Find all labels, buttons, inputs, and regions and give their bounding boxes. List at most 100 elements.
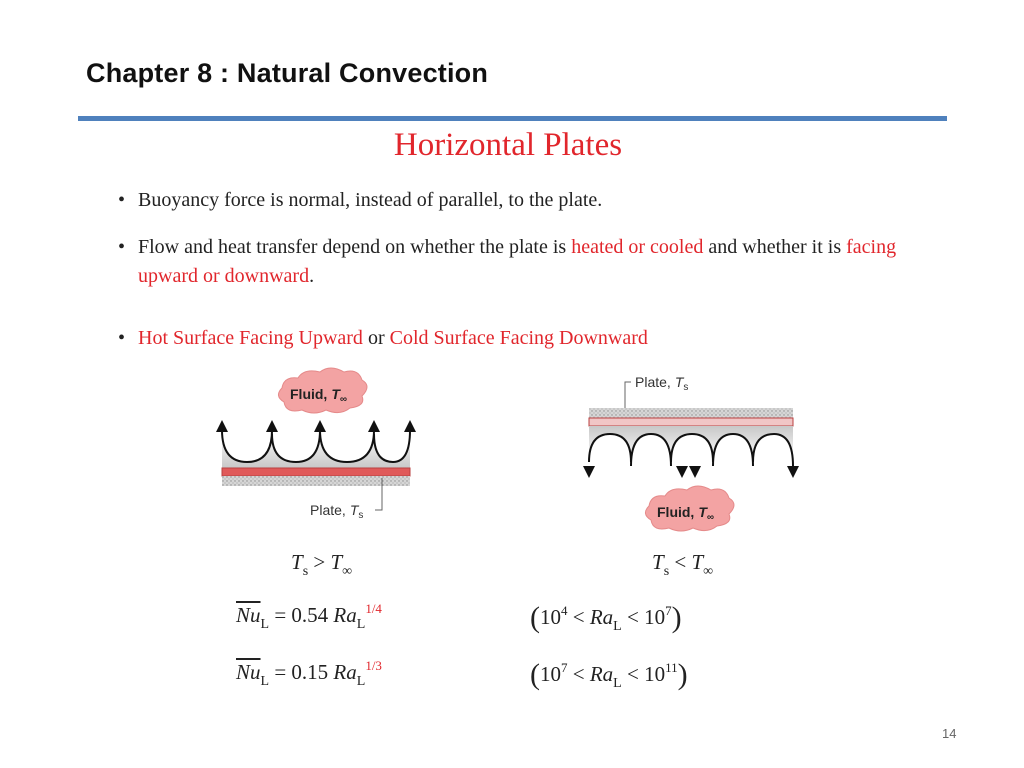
range-low-exp: 4 <box>561 603 568 618</box>
rayleigh-symbol: Ra <box>589 662 614 686</box>
plate-label-text: Plate, <box>635 374 671 390</box>
bullet-list: • Buoyancy force is normal, instead of pa… <box>118 186 898 353</box>
heated-plate <box>221 467 411 477</box>
subscript: L <box>613 619 622 634</box>
fluid-subscript: ∞ <box>707 512 714 523</box>
subscript: L <box>260 617 270 632</box>
operator: < <box>674 550 687 574</box>
plate-label: Plate,Ts <box>310 502 363 521</box>
cold-plate-downward-figure: Plate,Ts Fluid,T∞ <box>583 374 799 532</box>
arrowhead <box>368 420 380 432</box>
arrowhead <box>676 466 688 478</box>
slide-heading: Horizontal Plates <box>393 127 623 163</box>
fluid-symbol: T <box>698 504 708 520</box>
plate-insulation <box>589 408 793 418</box>
arrowhead <box>216 420 228 432</box>
close-paren: ) <box>671 601 682 634</box>
bullet-text: or <box>362 327 390 349</box>
condition-cold-downward: Ts < T∞ <box>652 550 713 579</box>
bullet-cases: •Hot Surface Facing Upward or Cold Surfa… <box>118 324 898 353</box>
hot-plate-upward-figure: Fluid,T∞ Plate,Ts <box>216 367 416 521</box>
nusselt-symbol: Nu <box>236 660 261 684</box>
operator: < <box>572 662 585 686</box>
subscript: ∞ <box>342 564 353 579</box>
plate-leader-line <box>375 478 383 511</box>
subscript: ∞ <box>703 564 714 579</box>
symbol: T <box>691 550 704 574</box>
rayleigh-range-2: (107 < RaL < 1011) <box>530 655 688 691</box>
flow-arrows <box>221 429 411 464</box>
bullet-dot: • <box>118 236 126 258</box>
bullet-text: Flow and heat transfer depend on whether… <box>138 236 572 258</box>
nusselt-correlation-2: NuL = 0.15 RaL1/3 <box>236 658 382 689</box>
arrowhead <box>787 466 799 478</box>
page-number: 14 <box>942 726 957 741</box>
bullet-highlight: facing upward or downward <box>138 236 897 287</box>
coefficient: = 0.54 <box>274 603 329 627</box>
chapter-title: Chapter 8 : Natural Convection <box>86 58 489 88</box>
fluid-cloud <box>278 367 368 414</box>
flow-arrows <box>588 432 794 467</box>
plume-region <box>589 426 793 462</box>
bullet-buoyancy: • Buoyancy force is normal, instead of pa… <box>118 186 898 215</box>
operator: < <box>626 605 639 629</box>
symbol: T <box>291 550 303 574</box>
plate-insulation <box>222 476 410 486</box>
bullet-flow: • Flow and heat transfer depend on whethe… <box>118 233 898 291</box>
fluid-label-text: Fluid, <box>657 504 694 520</box>
fluid-symbol: T <box>331 386 341 402</box>
plate-subscript: s <box>358 510 363 521</box>
close-paren: ) <box>677 658 688 691</box>
cooled-plate <box>588 417 794 427</box>
range-low: 10 <box>540 605 561 629</box>
condition-hot-upward: Ts > T∞ <box>291 550 352 579</box>
nusselt-correlation-1: NuL = 0.54 RaL1/4 <box>236 601 382 632</box>
fluid-label: Fluid,T∞ <box>290 386 347 405</box>
symbol: T <box>330 550 343 574</box>
operator: < <box>572 605 585 629</box>
range-high: 10 <box>644 662 666 686</box>
open-paren: ( <box>530 601 540 634</box>
open-paren: ( <box>530 658 540 691</box>
exponent: 1/3 <box>365 658 382 673</box>
plate-subscript: s <box>683 382 688 393</box>
arrowhead <box>266 420 278 432</box>
operator: < <box>626 662 639 686</box>
fluid-cloud <box>645 485 735 532</box>
plate-label: Plate,Ts <box>635 374 688 393</box>
subscript: s <box>302 564 309 579</box>
bullet-highlight: Hot Surface Facing Upward <box>138 327 363 349</box>
range-low: 10 <box>540 662 561 686</box>
rayleigh-symbol: Ra <box>589 605 614 629</box>
arrowhead <box>404 420 416 432</box>
coefficient: = 0.15 <box>274 660 329 684</box>
rayleigh-symbol: Ra <box>333 603 357 627</box>
nusselt-symbol: Nu <box>236 603 261 627</box>
arrowhead <box>314 420 326 432</box>
rayleigh-range-1: (104 < RaL < 107) <box>530 598 682 634</box>
range-high-exp: 11 <box>665 660 678 675</box>
bullet-highlight: heated or cooled <box>571 236 704 258</box>
subscript: s <box>663 564 670 579</box>
range-high-exp: 7 <box>665 603 672 618</box>
exponent: 1/4 <box>365 601 382 616</box>
title-divider <box>78 116 947 121</box>
arrowhead <box>689 466 701 478</box>
bullet-text: and whether it is <box>703 236 847 258</box>
fluid-subscript: ∞ <box>340 394 347 405</box>
plate-symbol: T <box>350 502 360 518</box>
range-low-exp: 7 <box>561 660 568 675</box>
bullet-dot: • <box>118 189 126 211</box>
arrowhead <box>583 466 595 478</box>
plate-leader-line <box>624 381 631 414</box>
bullet-dot: • <box>118 327 126 349</box>
fluid-label-text: Fluid, <box>290 386 327 402</box>
subscript: L <box>356 674 366 689</box>
fluid-label: Fluid,T∞ <box>657 504 714 523</box>
symbol: T <box>652 550 664 574</box>
bullet-text: Buoyancy force is normal, instead of par… <box>138 189 603 211</box>
operator: > <box>313 550 326 574</box>
subscript: L <box>260 674 270 689</box>
subscript: L <box>613 676 622 691</box>
range-high: 10 <box>644 605 666 629</box>
